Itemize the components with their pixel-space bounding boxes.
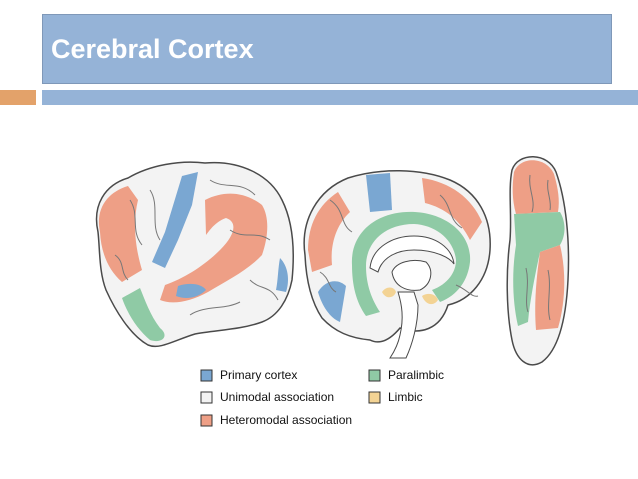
lateral-parietal-heteromodal: [160, 193, 268, 303]
medial-corpus-callosum: [369, 235, 455, 273]
lateral-primary-auditory: [176, 283, 206, 298]
accent-bar-blue: [42, 90, 638, 105]
ventral-orbitofrontal-heteromodal: [512, 160, 559, 214]
lateral-primary-motor: [152, 172, 198, 268]
legend-swatch-paralimbic: [368, 369, 381, 382]
title-bar: Cerebral Cortex: [42, 14, 612, 84]
lateral-paralimbic: [122, 288, 165, 342]
medial-limbic-hippocampus: [422, 293, 438, 305]
medial-brainstem: [389, 291, 419, 359]
slide-title: Cerebral Cortex: [51, 34, 254, 64]
legend-label-heteromodal: Heteromodal association: [220, 413, 353, 427]
accent-bar-orange: [0, 90, 36, 105]
lateral-brain-view: [95, 161, 294, 347]
legend-label-unimodal: Unimodal association: [220, 390, 335, 404]
legend-swatch-primary: [200, 369, 213, 382]
legend-swatch-heteromodal: [200, 414, 213, 427]
lateral-primary-visual: [276, 258, 288, 292]
medial-primary-paracentral: [366, 173, 392, 212]
legend-label-paralimbic: Paralimbic: [388, 368, 445, 382]
medial-parietal-heteromodal: [422, 178, 482, 240]
medial-frontal-heteromodal: [308, 192, 350, 272]
legend: [200, 369, 381, 427]
medial-paralimbic-cingulate: [351, 211, 471, 316]
medial-thalamus: [391, 259, 432, 291]
medial-brain-view: [303, 169, 491, 359]
legend-label-primary: Primary cortex: [220, 368, 298, 382]
medial-limbic-amygdala: [382, 287, 396, 298]
ventral-brain-view: [506, 156, 570, 366]
medial-primary-visual: [318, 281, 346, 322]
legend-swatch-limbic: [368, 391, 381, 404]
lateral-frontal-heteromodal: [98, 186, 142, 282]
lateral-gyri: [114, 179, 279, 316]
legend-swatch-unimodal: [200, 391, 213, 404]
ventral-paralimbic: [513, 212, 565, 326]
legend-label-limbic: Limbic: [388, 390, 423, 404]
medial-gyri: [319, 194, 479, 297]
ventral-gyri: [525, 174, 551, 321]
